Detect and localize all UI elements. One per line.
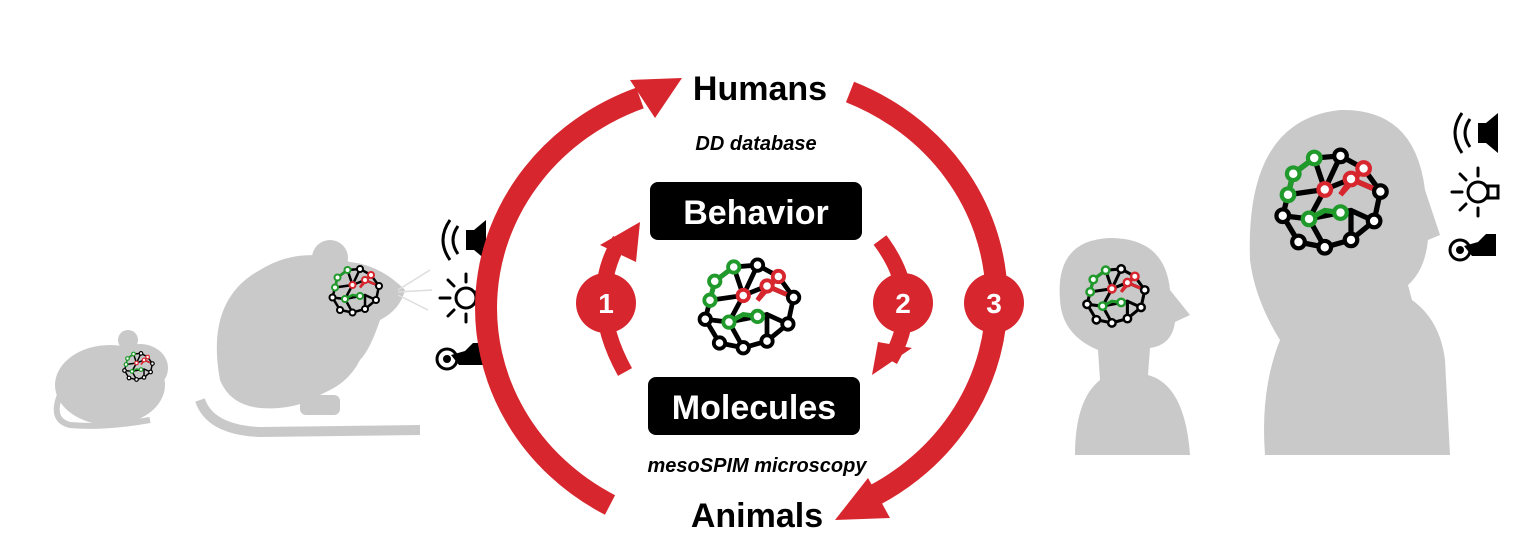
behavior-box-label: Behavior	[683, 194, 829, 232]
step-2-label: 2	[895, 288, 911, 319]
outer-arrowhead-bottom	[835, 478, 890, 520]
molecules-box-label: Molecules	[672, 389, 836, 427]
humans-label: Humans	[693, 70, 827, 108]
left-outer-arc	[475, 87, 644, 515]
step-1-label: 1	[598, 288, 614, 319]
step-badge-1: 1	[576, 273, 636, 333]
molecules-box: Molecules	[648, 377, 860, 435]
touch-hand-icon	[435, 341, 485, 371]
dd-database-label: DD database	[695, 133, 816, 155]
large-mouse-silhouette	[195, 240, 421, 438]
speaker-icon	[441, 218, 488, 262]
human-stimuli-icons	[1448, 111, 1500, 262]
animals-label: Animals	[691, 497, 823, 535]
step-3-label: 3	[986, 288, 1002, 319]
mouse-whiskers	[397, 269, 433, 311]
outer-arrowhead-top	[630, 78, 682, 118]
step-badge-2: 2	[873, 273, 933, 333]
lightbulb-icon	[1450, 166, 1500, 218]
inner-arrowhead-2	[872, 342, 912, 375]
center-brain-network	[700, 259, 800, 353]
touch-hand-icon	[1448, 232, 1498, 262]
speaker-icon	[1453, 111, 1500, 155]
inner-arrowhead-1	[600, 222, 640, 262]
behavior-box: Behavior	[650, 182, 862, 240]
adult-silhouette	[1249, 109, 1450, 455]
mesospim-label: mesoSPIM microscopy	[648, 455, 868, 477]
small-mouse-silhouette	[53, 330, 168, 429]
step-badge-3: 3	[964, 273, 1024, 333]
